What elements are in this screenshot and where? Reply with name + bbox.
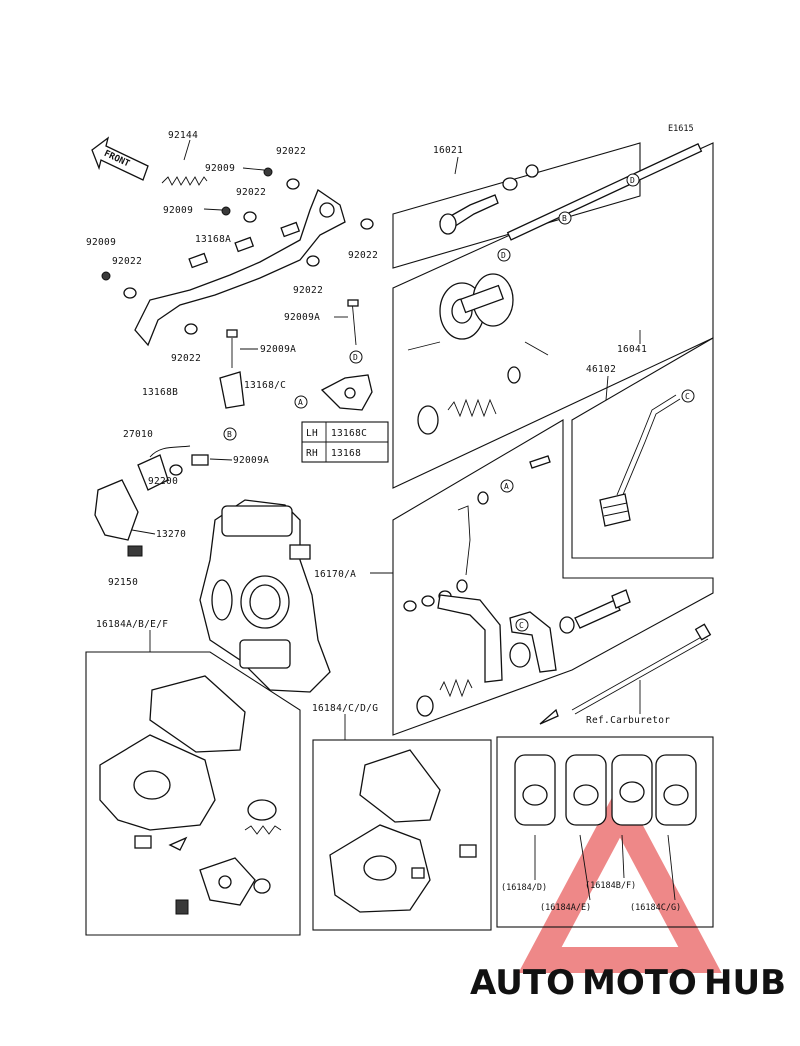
label-92022: 92022 <box>112 256 142 267</box>
label-46102: 46102 <box>586 364 616 375</box>
washer-92022 <box>360 218 374 230</box>
svg-text:D: D <box>630 176 635 185</box>
bracket-group: 92144 92009 92022 92022 92009 13168A 920… <box>86 130 378 364</box>
gasket-label-16184AE: (16184A/E) <box>540 903 591 913</box>
box-16021: 16021 <box>392 142 641 269</box>
bolt-92009 <box>263 167 273 177</box>
bracket-13168B <box>219 371 245 409</box>
label-13168B: 13168B <box>142 387 178 398</box>
bolt-92009 <box>221 206 231 216</box>
callout-c <box>681 389 695 403</box>
label-16170A: 16170/A <box>314 569 356 580</box>
svg-text:D: D <box>501 251 506 260</box>
label-13168A: 13168A <box>195 234 231 245</box>
watermark-logo <box>518 782 722 973</box>
boot-46102 <box>599 493 631 527</box>
callout-b <box>558 211 572 225</box>
carburetor-rod: Ref.Carburetor <box>539 623 712 726</box>
svg-text:D: D <box>353 353 358 362</box>
svg-text:A: A <box>504 482 509 491</box>
gasket <box>359 749 441 823</box>
gasket-set <box>514 754 697 826</box>
part-rh: 13168 <box>331 448 361 459</box>
label-92009: 92009 <box>86 237 116 248</box>
washer-92022 <box>306 255 320 267</box>
label-16021: 16021 <box>433 145 463 156</box>
callout-a <box>294 395 308 409</box>
bracket-13270 <box>94 479 139 541</box>
front-arrow-icon: FRONT <box>91 136 149 181</box>
spring-92144 <box>161 139 208 186</box>
label-92022: 92022 <box>276 146 306 157</box>
label-92009: 92009 <box>163 205 193 216</box>
callout-a <box>500 479 514 493</box>
washer-92022 <box>184 323 198 335</box>
side-lh: LH <box>306 428 318 439</box>
label-16184ABEF: 16184A/B/E/F <box>96 619 168 630</box>
gasket-label-16184CG: (16184C/G) <box>630 903 681 913</box>
label-92009A: 92009A <box>233 455 269 466</box>
box-16041: D B D 16041 <box>392 142 714 489</box>
label-92022: 92022 <box>293 285 323 296</box>
bolt-92009 <box>101 271 111 281</box>
svg-text:C: C <box>685 392 690 401</box>
label-92150: 92150 <box>108 577 138 588</box>
svg-text:B: B <box>227 430 232 439</box>
label-13270: 13270 <box>156 529 186 540</box>
side-rh: RH <box>306 448 318 459</box>
svg-text:MOTO: MOTO <box>582 963 697 1003</box>
svg-text:A: A <box>298 398 303 407</box>
svg-text:HUB: HUB <box>704 963 786 1003</box>
washer-92022 <box>286 178 300 190</box>
label-92022: 92022 <box>171 353 201 364</box>
washer-92022 <box>243 211 257 223</box>
callout-d <box>349 350 363 364</box>
ref-carburetor: Ref.Carburetor <box>586 715 670 726</box>
sensor-group: 27010 92200 92009A 13270 92150 <box>94 429 269 588</box>
watermark-text: AUTO MOTO HUB <box>470 963 786 1003</box>
label-92009A: 92009A <box>260 344 296 355</box>
washer-92022 <box>123 287 137 299</box>
label-92009A: 92009A <box>284 312 320 323</box>
label-27010: 27010 <box>123 429 153 440</box>
callout-c <box>515 618 529 632</box>
box-46102: 46102 C <box>571 337 714 559</box>
callout-b <box>223 427 237 441</box>
carburetor-body <box>199 499 331 693</box>
gasket <box>149 675 246 753</box>
side-table: LH 13168C RH 13168 <box>301 421 389 463</box>
callout-d <box>626 173 640 187</box>
label-16041: 16041 <box>617 344 647 355</box>
box-16170A: 16170/A A C <box>314 419 714 736</box>
svg-text:C: C <box>519 621 524 630</box>
label-92009: 92009 <box>205 163 235 174</box>
label-16184CDG: 16184/C/D/G <box>312 703 378 714</box>
svg-text:AUTO: AUTO <box>470 963 575 1003</box>
box-16184ABEF: 16184A/B/E/F <box>85 619 301 936</box>
gasket-label-16184BF: (16184B/F) <box>585 881 636 891</box>
bracket-13168-group: 92009A D 13168/C A 92009A 13168B B LH 13… <box>142 299 389 463</box>
label-92022: 92022 <box>348 250 378 261</box>
diagram-code: E1615 <box>668 124 694 134</box>
box-16184CDG: 16184/C/D/G <box>312 703 492 931</box>
callout-d <box>497 248 511 262</box>
label-92022: 92022 <box>236 187 266 198</box>
label-13168C: 13168/C <box>244 380 286 391</box>
gasket-label-16184D: (16184/D) <box>501 883 547 893</box>
svg-text:B: B <box>562 214 567 223</box>
label-92200: 92200 <box>148 476 178 487</box>
label-92144: 92144 <box>168 130 198 141</box>
part-lh: 13168C <box>331 428 367 439</box>
box-gaskets: (16184/D) (16184B/F) (16184A/E) (16184C/… <box>496 736 714 928</box>
sensor-27010 <box>137 454 169 491</box>
